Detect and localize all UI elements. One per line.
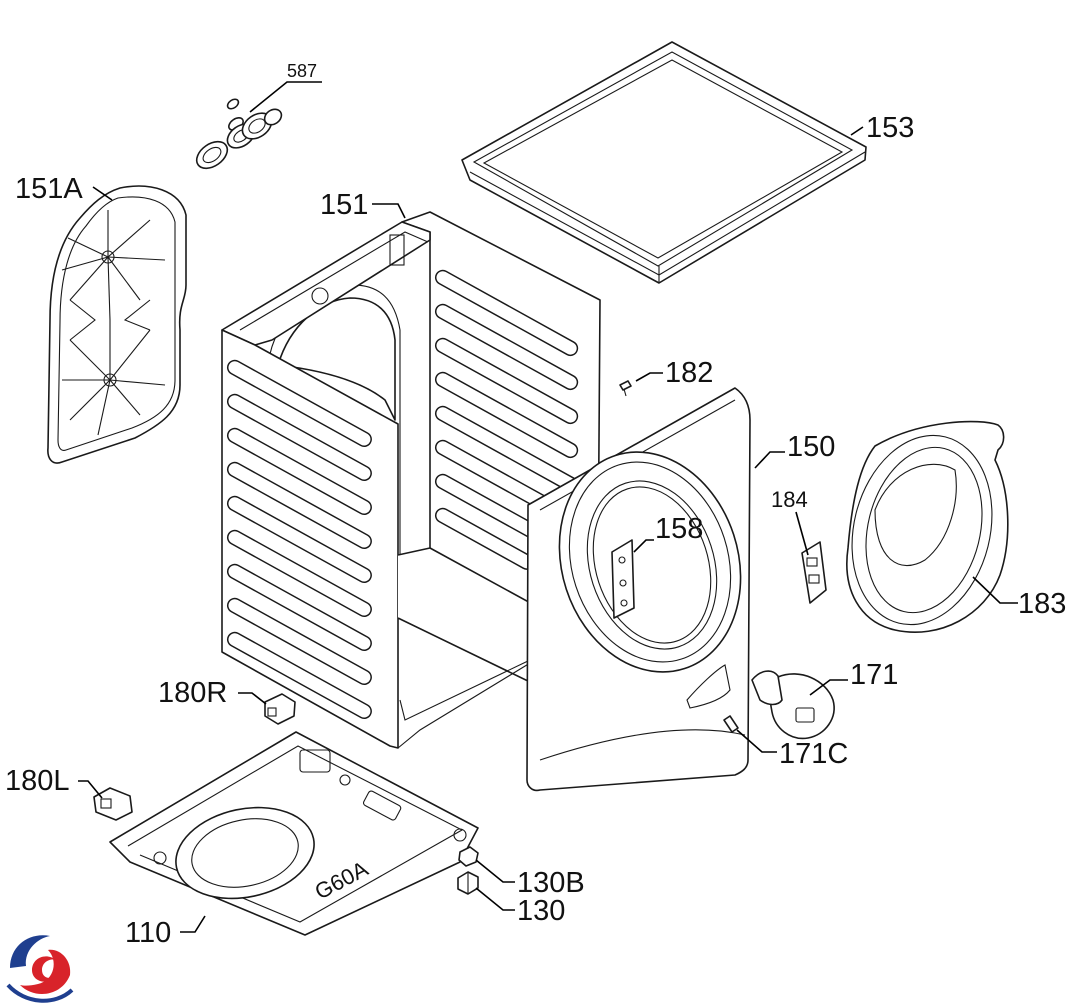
part-150-front-panel <box>526 387 785 792</box>
part-180L-bracket <box>78 780 133 821</box>
label-171C: 171C <box>779 738 848 770</box>
label-587: 587 <box>287 61 317 81</box>
part-171C-pin <box>723 715 777 753</box>
part-153-top-cover <box>461 41 867 284</box>
part-184-latch <box>795 511 827 604</box>
part-587-seals <box>195 81 322 170</box>
label-182: 182 <box>665 357 713 389</box>
label-184: 184 <box>771 487 808 512</box>
part-158-hinge <box>611 539 654 619</box>
label-171: 171 <box>850 659 898 691</box>
part-151A-back-panel <box>47 185 187 464</box>
part-130-foot <box>457 871 515 911</box>
part-130B-nut <box>458 846 515 883</box>
label-151: 151 <box>320 189 368 221</box>
left-panel-ribs <box>226 359 372 720</box>
label-180L: 180L <box>5 765 70 797</box>
label-130: 130 <box>517 895 565 927</box>
part-182-screw <box>619 372 663 397</box>
callout-labels: 587 153 151A 151 182 150 184 158 183 180… <box>5 61 1066 949</box>
brand-logo <box>5 935 74 1003</box>
label-151A: 151A <box>15 173 83 205</box>
label-130B: 130B <box>517 867 585 899</box>
label-180R: 180R <box>158 677 227 709</box>
label-153: 153 <box>866 112 914 144</box>
part-171-filter-cover <box>751 670 848 740</box>
label-158: 158 <box>655 513 703 545</box>
label-150: 150 <box>787 431 835 463</box>
label-183: 183 <box>1018 588 1066 620</box>
part-183-door <box>846 420 1018 633</box>
label-110: 110 <box>125 917 171 949</box>
part-180R-bracket <box>238 692 296 725</box>
part-110-base: G60A <box>109 731 479 936</box>
